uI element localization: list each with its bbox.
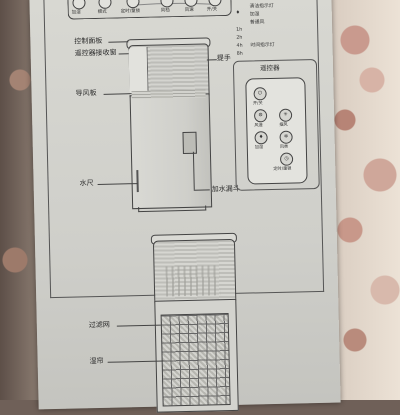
remote-button-label: 摆风	[279, 121, 288, 127]
drop-icon: ♦	[254, 131, 268, 145]
callout-remote-storage: 遥控器接收窗	[74, 48, 117, 58]
remote-button-label: 风类	[279, 143, 289, 149]
callout-handle: 提手	[216, 53, 231, 63]
legend-label: 1h	[236, 27, 243, 33]
unit-side-panel	[128, 46, 149, 96]
filter-panel	[160, 313, 231, 407]
panel-button-label: 加湿	[71, 10, 81, 16]
legend-drop-icon: ♦	[235, 10, 241, 16]
remote-button-label: 定时/童锁	[273, 165, 292, 171]
legend-label: 2h	[236, 35, 243, 41]
panel-button-label: 模式	[97, 9, 107, 15]
legend-label: 清洁指示灯	[249, 3, 274, 10]
legend-label: 8h	[236, 51, 243, 57]
pen-mark	[133, 2, 214, 6]
unit-back-vent	[165, 265, 221, 297]
manual-sheet: 加湿 模式 定时/童锁 风档 风速 开/关 ✲ 风速 清洁指示灯 ♦ 加湿 普通…	[29, 0, 341, 413]
panel-button-label: 风档	[160, 8, 170, 14]
legend-label: 4h	[236, 43, 243, 49]
legend-label: 加湿	[249, 12, 260, 18]
remote-button-label: 开/关	[252, 100, 263, 106]
remote-button-label: 加湿	[254, 144, 264, 150]
legend-label: 普通风	[249, 20, 265, 26]
callout-water-gauge: 水尺	[79, 179, 94, 188]
mode-button-icon	[98, 0, 112, 9]
snow-icon: ✳	[278, 108, 293, 122]
power-icon: ⏻	[253, 87, 267, 101]
air-deflector	[131, 89, 206, 100]
panel-button-label: 定时/童锁	[120, 8, 141, 15]
gear-icon: ⚙	[253, 109, 268, 123]
remote-title: 遥控器	[259, 63, 280, 73]
unit-body	[129, 93, 213, 210]
panel-button-label: 开/关	[206, 7, 218, 13]
panel-button-label: 风速	[184, 7, 194, 13]
callout-air-deflector: 导风板	[75, 88, 97, 98]
remote-button-label: 风速	[254, 122, 263, 128]
humidify-button-icon	[72, 0, 86, 10]
water-funnel-window	[182, 131, 197, 155]
legend-label: 时间指示灯	[250, 42, 275, 49]
legend-label: 风速	[249, 0, 259, 1]
callout-filter: 过滤网	[88, 320, 110, 330]
callout-wet-curtain: 湿帘	[89, 356, 104, 366]
callout-control-panel: 控制面板	[74, 36, 103, 46]
remote-control: ⏻ 开/关 ⚙ 风速 ♦ 加湿 ✳ 摆风 ✲ 风类 ◷ 定时/童锁	[245, 77, 308, 185]
clock-icon: ◷	[279, 152, 294, 166]
fan-icon: ✲	[279, 130, 293, 144]
